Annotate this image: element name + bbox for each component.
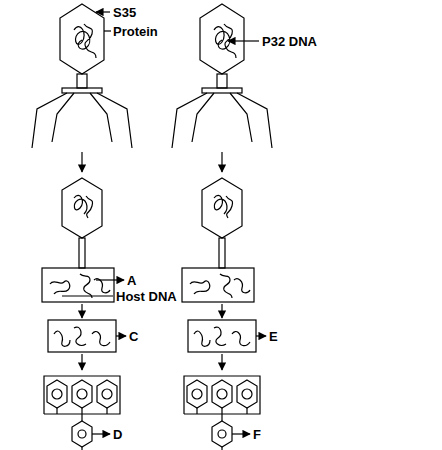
callout-letter: E (269, 329, 278, 344)
label: Protein (113, 24, 158, 39)
callout-letter: D (113, 427, 122, 442)
label: Host DNA (116, 289, 177, 304)
callout-letter: C (129, 329, 138, 344)
leader-line (232, 433, 250, 434)
callout-letter: F (253, 427, 261, 442)
label: S35 (113, 5, 136, 20)
leader-line (96, 279, 124, 280)
leader-line (228, 40, 259, 41)
s35-phage-column (32, 4, 132, 450)
callout-letter: A (127, 273, 136, 288)
leader-line (256, 335, 266, 336)
leader-line (116, 335, 126, 336)
leader-line (96, 11, 110, 12)
leader-line (92, 433, 110, 434)
leader-line (104, 30, 111, 31)
leader-line (62, 295, 113, 296)
label: P32 DNA (262, 34, 317, 49)
p32-phage-column (172, 4, 272, 450)
